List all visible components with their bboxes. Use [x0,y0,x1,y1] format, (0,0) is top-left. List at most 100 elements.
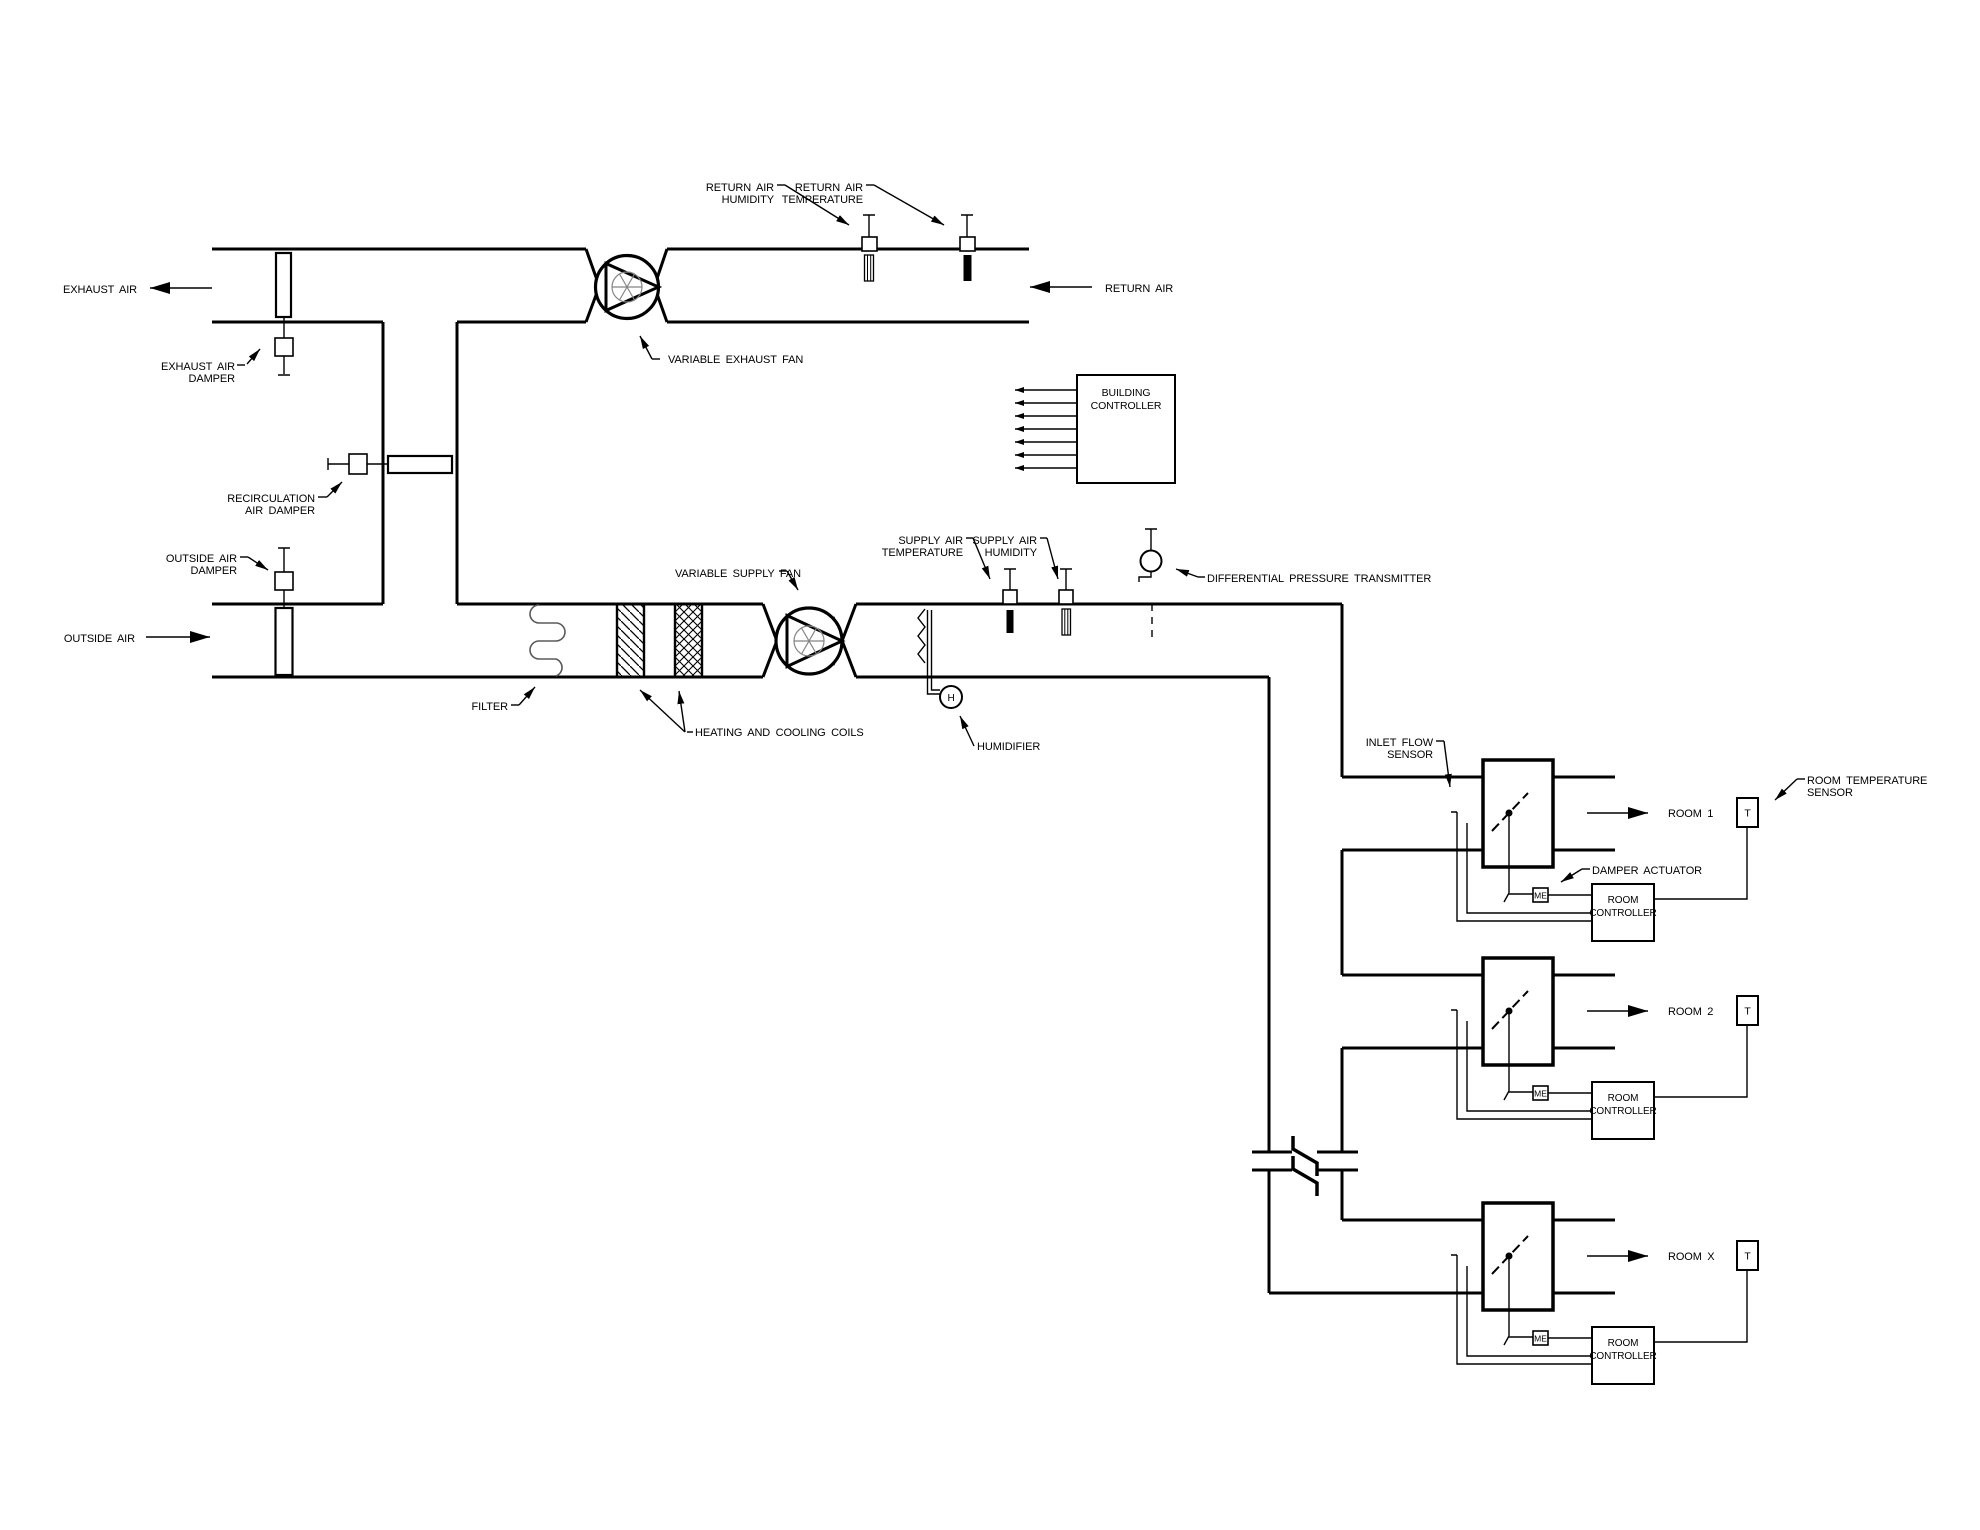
room-temperature-sensor-callout: ROOM TEMPERATURE SENSOR [1774,775,1927,801]
room-controller-label-1: ROOM [1608,895,1639,906]
room-temp-sensor-tag: T [1744,1006,1751,1018]
damper-actuator-callout: DAMPER ACTUATOR [1560,865,1702,883]
supply-duct [212,602,1483,1295]
variable-supply-fan-label: VARIABLE SUPPLY FAN [675,568,801,580]
exhaust-air-damper-label-2: DAMPER [189,373,236,385]
inlet-flow-sensor-tubes [1451,1254,1592,1365]
exhaust-return-duct [212,247,1029,604]
building-controller-inputs [1015,387,1077,471]
dp-transmitter-circle [1139,549,1163,573]
supply-air-temperature-sensor: SUPPLY AIR TEMPERATURE [882,535,1018,633]
supply-air-temperature-label-2: TEMPERATURE [882,547,963,559]
humidifier-tag: H [947,693,954,704]
cooling-coil-icon [673,602,704,679]
room-controller-label-2: CONTROLLER [1589,1351,1656,1362]
damper-blade-icon [1491,1235,1529,1275]
room-temp-sensor-wire [1654,827,1748,900]
room-label: ROOM 2 [1668,1006,1713,1018]
return-air-humidity-label-2: HUMIDITY [722,194,775,206]
heating-cooling-coils: HEATING AND COOLING COILS [615,602,864,739]
recirc-damper-label-2: AIR DAMPER [245,505,315,517]
room-branch-1: ME ROOM CONTROLLER ROOM 1 T [1342,758,1759,942]
variable-exhaust-fan: VARIABLE EXHAUST FAN [584,248,804,366]
variable-supply-fan: VARIABLE SUPPLY FAN [675,568,858,678]
temperature-probe-icon [1006,610,1014,633]
room-controller-label-2: CONTROLLER [1589,908,1656,919]
exhaust-air-damper: EXHAUST AIR DAMPER [161,251,294,385]
room-temp-sensor-tag: T [1744,1251,1751,1263]
return-air-humidity-sensor: RETURN AIR HUMIDITY [706,182,878,282]
exhaust-air-damper-label-1: EXHAUST AIR [161,361,235,373]
supply-air-humidity-sensor: SUPPLY AIR HUMIDITY [972,535,1074,636]
room-controller-label-1: ROOM [1608,1338,1639,1349]
filter-media-icon [529,604,566,677]
exhaust-damper-actuator-icon [274,337,294,357]
recirc-damper-actuator-icon [348,453,368,475]
heating-cooling-coils-label: HEATING AND COOLING COILS [695,727,864,739]
room-controller-box [1591,1326,1655,1385]
damper-actuator-tag: ME [1534,891,1547,901]
supply-air-humidity-label-1: SUPPLY AIR [972,535,1037,547]
outside-air-damper-label-2: DAMPER [191,565,238,577]
inlet-flow-sensor-label-2: SENSOR [1387,749,1433,761]
outside-air-label: OUTSIDE AIR [64,633,135,645]
damper-actuator-tag: ME [1534,1334,1547,1344]
steam-manifold-icon [917,608,926,664]
room-temp-sensor-wire [1654,1270,1748,1343]
damper-actuator-tag: ME [1534,1089,1547,1099]
inlet-flow-sensor-tubes [1451,811,1592,922]
recirculation-air-damper: RECIRCULATION AIR DAMPER [227,453,454,517]
filter: FILTER [472,604,566,713]
outside-air-damper-label-1: OUTSIDE AIR [166,553,237,565]
return-air-temperature-sensor: RETURN AIR TEMPERATURE [782,182,976,281]
outside-damper-blade [274,606,294,677]
inlet-flow-sensor-callout: INLET FLOW SENSOR [1366,737,1452,788]
room-label: ROOM X [1668,1251,1715,1263]
filter-label: FILTER [472,701,509,713]
return-air-callout: RETURN AIR [1030,281,1173,295]
damper-actuator-label: DAMPER ACTUATOR [1592,865,1702,877]
room-label: ROOM 1 [1668,808,1713,820]
return-air-temperature-label-1: RETURN AIR [795,182,863,194]
exhaust-damper-blade [274,251,293,319]
room-controller-label-1: ROOM [1608,1093,1639,1104]
supply-air-temperature-label-1: SUPPLY AIR [898,535,963,547]
return-air-humidity-label-1: RETURN AIR [706,182,774,194]
vav-damper-box [1481,1201,1555,1312]
building-controller-label-2: CONTROLLER [1091,400,1162,412]
vav-damper-box [1481,956,1555,1067]
differential-pressure-transmitter: DIFFERENTIAL PRESSURE TRANSMITTER [1138,528,1431,642]
inlet-flow-sensor-tubes [1451,1009,1592,1120]
variable-exhaust-fan-label: VARIABLE EXHAUST FAN [668,354,803,366]
room-branch-2: ME ROOM CONTROLLER ROOM 2 T [1342,956,1759,1140]
return-air-temperature-label-2: TEMPERATURE [782,194,863,206]
exhaust-air-label: EXHAUST AIR [63,284,137,296]
return-air-label: RETURN AIR [1105,283,1173,295]
room-temp-sensor-tag: T [1744,808,1751,820]
room-temp-sensor-label-1: ROOM TEMPERATURE [1807,775,1927,787]
outside-damper-actuator-icon [274,571,294,591]
heating-coil-icon [615,602,646,679]
building-controller-label-1: BUILDING [1102,387,1151,399]
room-branch-x: ME ROOM CONTROLLER ROOM X T [1342,1201,1759,1385]
exhaust-air-callout: EXHAUST AIR [63,282,212,296]
dp-transmitter-label: DIFFERENTIAL PRESSURE TRANSMITTER [1207,573,1431,585]
temperature-probe-icon [963,255,972,281]
outside-air-damper: OUTSIDE AIR DAMPER [166,547,294,677]
vav-damper-box [1481,758,1555,869]
building-controller-box [1076,374,1176,484]
damper-blade-icon [1491,990,1529,1030]
supply-air-humidity-label-2: HUMIDITY [985,547,1038,559]
room-controller-label-2: CONTROLLER [1589,1106,1656,1117]
humidity-probe-icon [1061,608,1072,636]
recirc-damper-label-1: RECIRCULATION [227,493,315,505]
room-controller-box [1591,883,1655,942]
humidifier-label: HUMIDIFIER [977,741,1040,753]
humidifier-circle [939,685,963,709]
damper-blade-icon [1491,792,1529,832]
inlet-flow-sensor-label-1: INLET FLOW [1366,737,1434,749]
building-controller: BUILDING CONTROLLER [1015,374,1176,484]
room-temp-sensor-label-2: SENSOR [1807,787,1853,799]
recirc-damper-blade [386,454,454,475]
